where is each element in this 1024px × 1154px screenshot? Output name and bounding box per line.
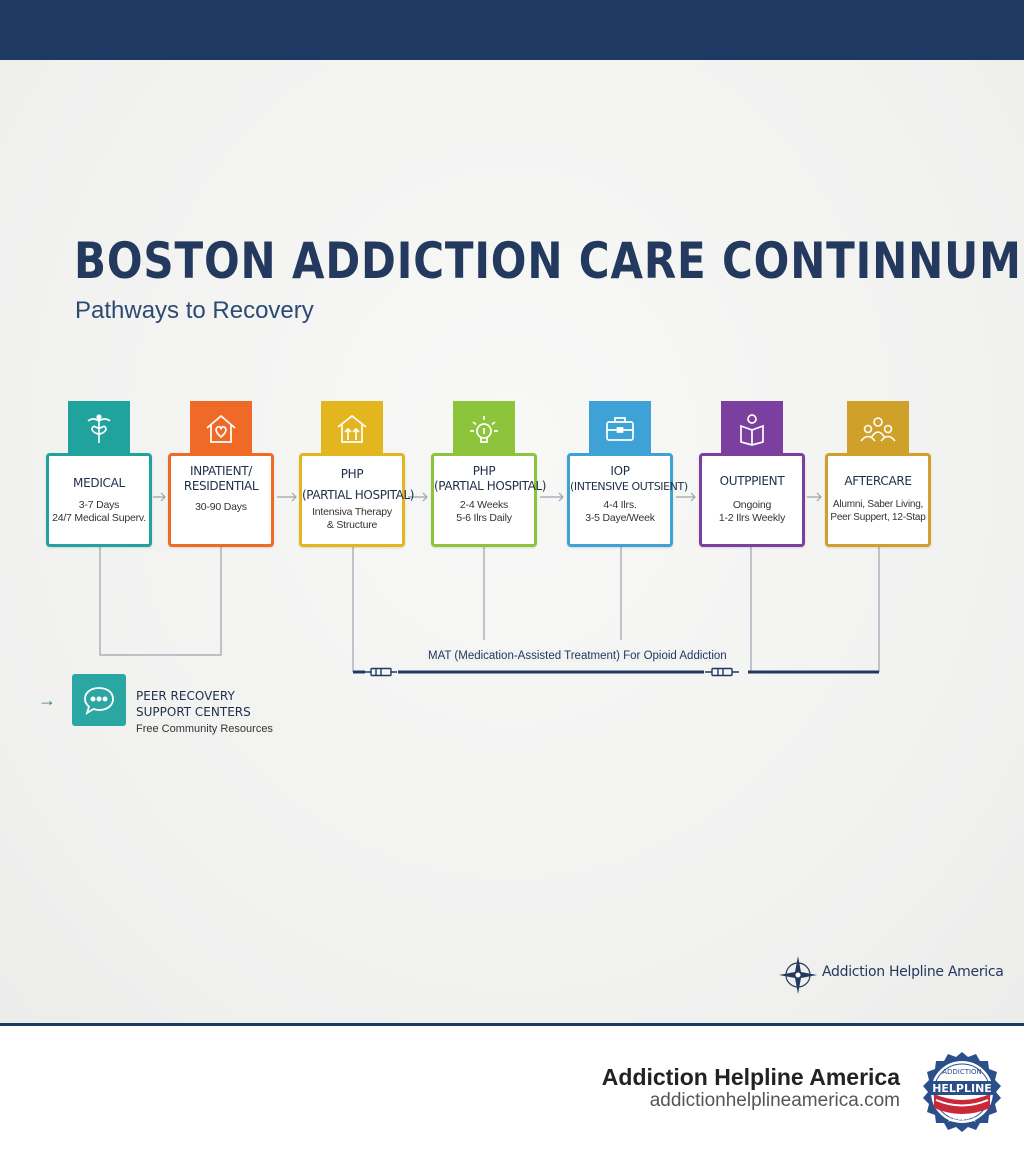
compass-star-icon [779,956,817,994]
arrow-right-icon: → [38,690,56,710]
stage-inpatient: INPATIENT/ RESIDENTIAL 30-90 Days [168,453,274,547]
flow-arrow [153,492,166,502]
peer-line-1: PEER RECOVERY [136,689,235,703]
briefcase-icon [589,401,651,457]
badge-bottom-text: AMERICA [948,1117,976,1124]
stage-detail: 5-6 Ilrs Daily [456,512,512,524]
stage-title: INPATIENT/ [189,464,253,478]
flow-arrow [807,492,822,502]
stage-title: PHP [340,467,364,481]
syringe-icon [365,667,397,677]
helpline-badge-logo: HELPLINE ADDICTION AMERICA [923,1052,1001,1132]
stage-detail: 3-5 Daye/Week [585,512,655,524]
peer-line-2: SUPPORT CENTERS [136,705,251,719]
stage-detail: Ongoing [732,499,772,511]
stage-detail: Alumni, Saber Living, [832,499,924,510]
footer-brand-name: Addiction Helpline America [601,1064,900,1090]
top-banner [0,0,1024,60]
flow-arrow [676,492,696,502]
stage-title: IOP [610,464,630,478]
syringe-icon [705,667,739,677]
footer-divider [0,1023,1024,1026]
house-arrows-icon [321,401,383,457]
flow-arrow [408,492,428,502]
stage-detail: 4-4 Ilrs. [603,499,637,511]
stage-bracket [99,547,222,656]
stage-detail: 1-2 Ilrs Weekly [718,512,786,524]
stage-detail: 30-90 Days [195,501,247,513]
stage-title: OUTPPIENT [719,474,785,488]
stage-detail: & Structure [326,519,378,531]
stage-detail: 24/7 Medical Superv. [52,512,146,524]
stage-detail: 3-7 Days [78,499,120,511]
mat-label: MAT (Medication-Assisted Treatment) For … [425,650,730,662]
peer-recovery-subtitle: Free Community Resources [136,723,273,735]
footer [0,1026,1024,1154]
caduceus-icon [68,401,130,457]
stage-title: PHP [472,464,496,478]
chat-bubble-icon [72,674,126,726]
lightbulb-icon [453,401,515,457]
stage-subtitle: (PARTIAL HOSPITAL) [302,488,415,502]
page-title: BOSTON ADDICTION CARE CONTINNUM [74,232,1022,290]
stage-subtitle: (PARTIAL HOSPITAL) [434,479,547,493]
stage-php-2: PHP (PARTIAL HOSPITAL) 2-4 Weeks 5-6 Ilr… [431,453,547,547]
flow-arrow [540,492,564,502]
watermark-text: Addiction Helpline America [822,964,1004,980]
badge-main-text: HELPLINE [932,1082,992,1095]
stage-subtitle: RESIDENTIAL [183,479,259,493]
stage-detail: Intensiva Therapy [312,506,392,518]
group-icon [847,401,909,457]
stage-title: MEDICAL [73,476,125,490]
stage-medical: MEDICAL 3-7 Days 24/7 Medical Superv. [46,453,152,547]
stage-aftercare: AFTERCARE Alumni, Saber Living, Peer Sup… [825,453,931,547]
stage-subtitle: (INTENSIVE OUTSIENT) [570,480,688,493]
stage-php-1: PHP (PARTIAL HOSPITAL) Intensiva Therapy… [299,453,415,547]
badge-top-text: ADDICTION [942,1068,982,1076]
stage-detail: Peer Suppert, 12-Stap [830,512,926,523]
stage-outpatient: OUTPPIENT Ongoing 1-2 Ilrs Weekly [699,453,805,547]
reading-person-icon [721,401,783,457]
peer-recovery-title: PEER RECOVERY SUPPORT CENTERS [136,688,251,720]
stage-title: AFTERCARE [844,474,912,488]
home-heart-icon [190,401,252,457]
flow-arrow [277,492,297,502]
stage-iop: IOP (INTENSIVE OUTSIENT) 4-4 Ilrs. 3-5 D… [567,453,688,547]
stage-detail: 2-4 Weeks [459,499,509,511]
footer-website-link[interactable]: addictionhelplineamerica.com [649,1090,900,1111]
page-subtitle: Pathways to Recovery [75,297,314,324]
